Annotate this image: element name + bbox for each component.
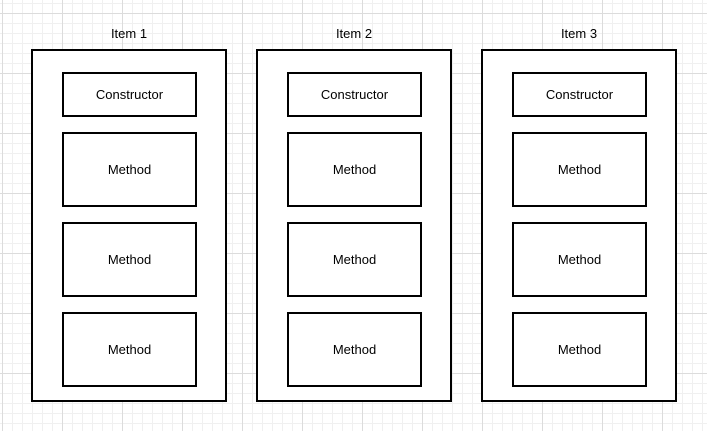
method-box[interactable]: Method (62, 312, 197, 387)
method-label: Method (332, 162, 377, 177)
method-label: Method (557, 342, 602, 357)
method-label: Method (107, 342, 152, 357)
method-label: Method (107, 162, 152, 177)
method-label: Method (557, 162, 602, 177)
constructor-label: Constructor (320, 87, 389, 102)
constructor-label: Constructor (95, 87, 164, 102)
method-box[interactable]: Method (512, 312, 647, 387)
group-title-item2[interactable]: Item 2 (335, 26, 373, 41)
constructor-box[interactable]: Constructor (62, 72, 197, 117)
method-label: Method (332, 252, 377, 267)
method-label: Method (332, 342, 377, 357)
method-box[interactable]: Method (287, 312, 422, 387)
group-title-item3[interactable]: Item 3 (560, 26, 598, 41)
method-box[interactable]: Method (512, 222, 647, 297)
method-box[interactable]: Method (62, 222, 197, 297)
class-shape-item2[interactable]: Constructor Method Method Method (256, 49, 452, 402)
class-shape-item3[interactable]: Constructor Method Method Method (481, 49, 677, 402)
class-shape-item1[interactable]: Constructor Method Method Method (31, 49, 227, 402)
method-label: Method (557, 252, 602, 267)
method-box[interactable]: Method (512, 132, 647, 207)
method-box[interactable]: Method (62, 132, 197, 207)
constructor-box[interactable]: Constructor (287, 72, 422, 117)
group-title-item1[interactable]: Item 1 (110, 26, 148, 41)
method-box[interactable]: Method (287, 132, 422, 207)
method-box[interactable]: Method (287, 222, 422, 297)
method-label: Method (107, 252, 152, 267)
constructor-box[interactable]: Constructor (512, 72, 647, 117)
constructor-label: Constructor (545, 87, 614, 102)
